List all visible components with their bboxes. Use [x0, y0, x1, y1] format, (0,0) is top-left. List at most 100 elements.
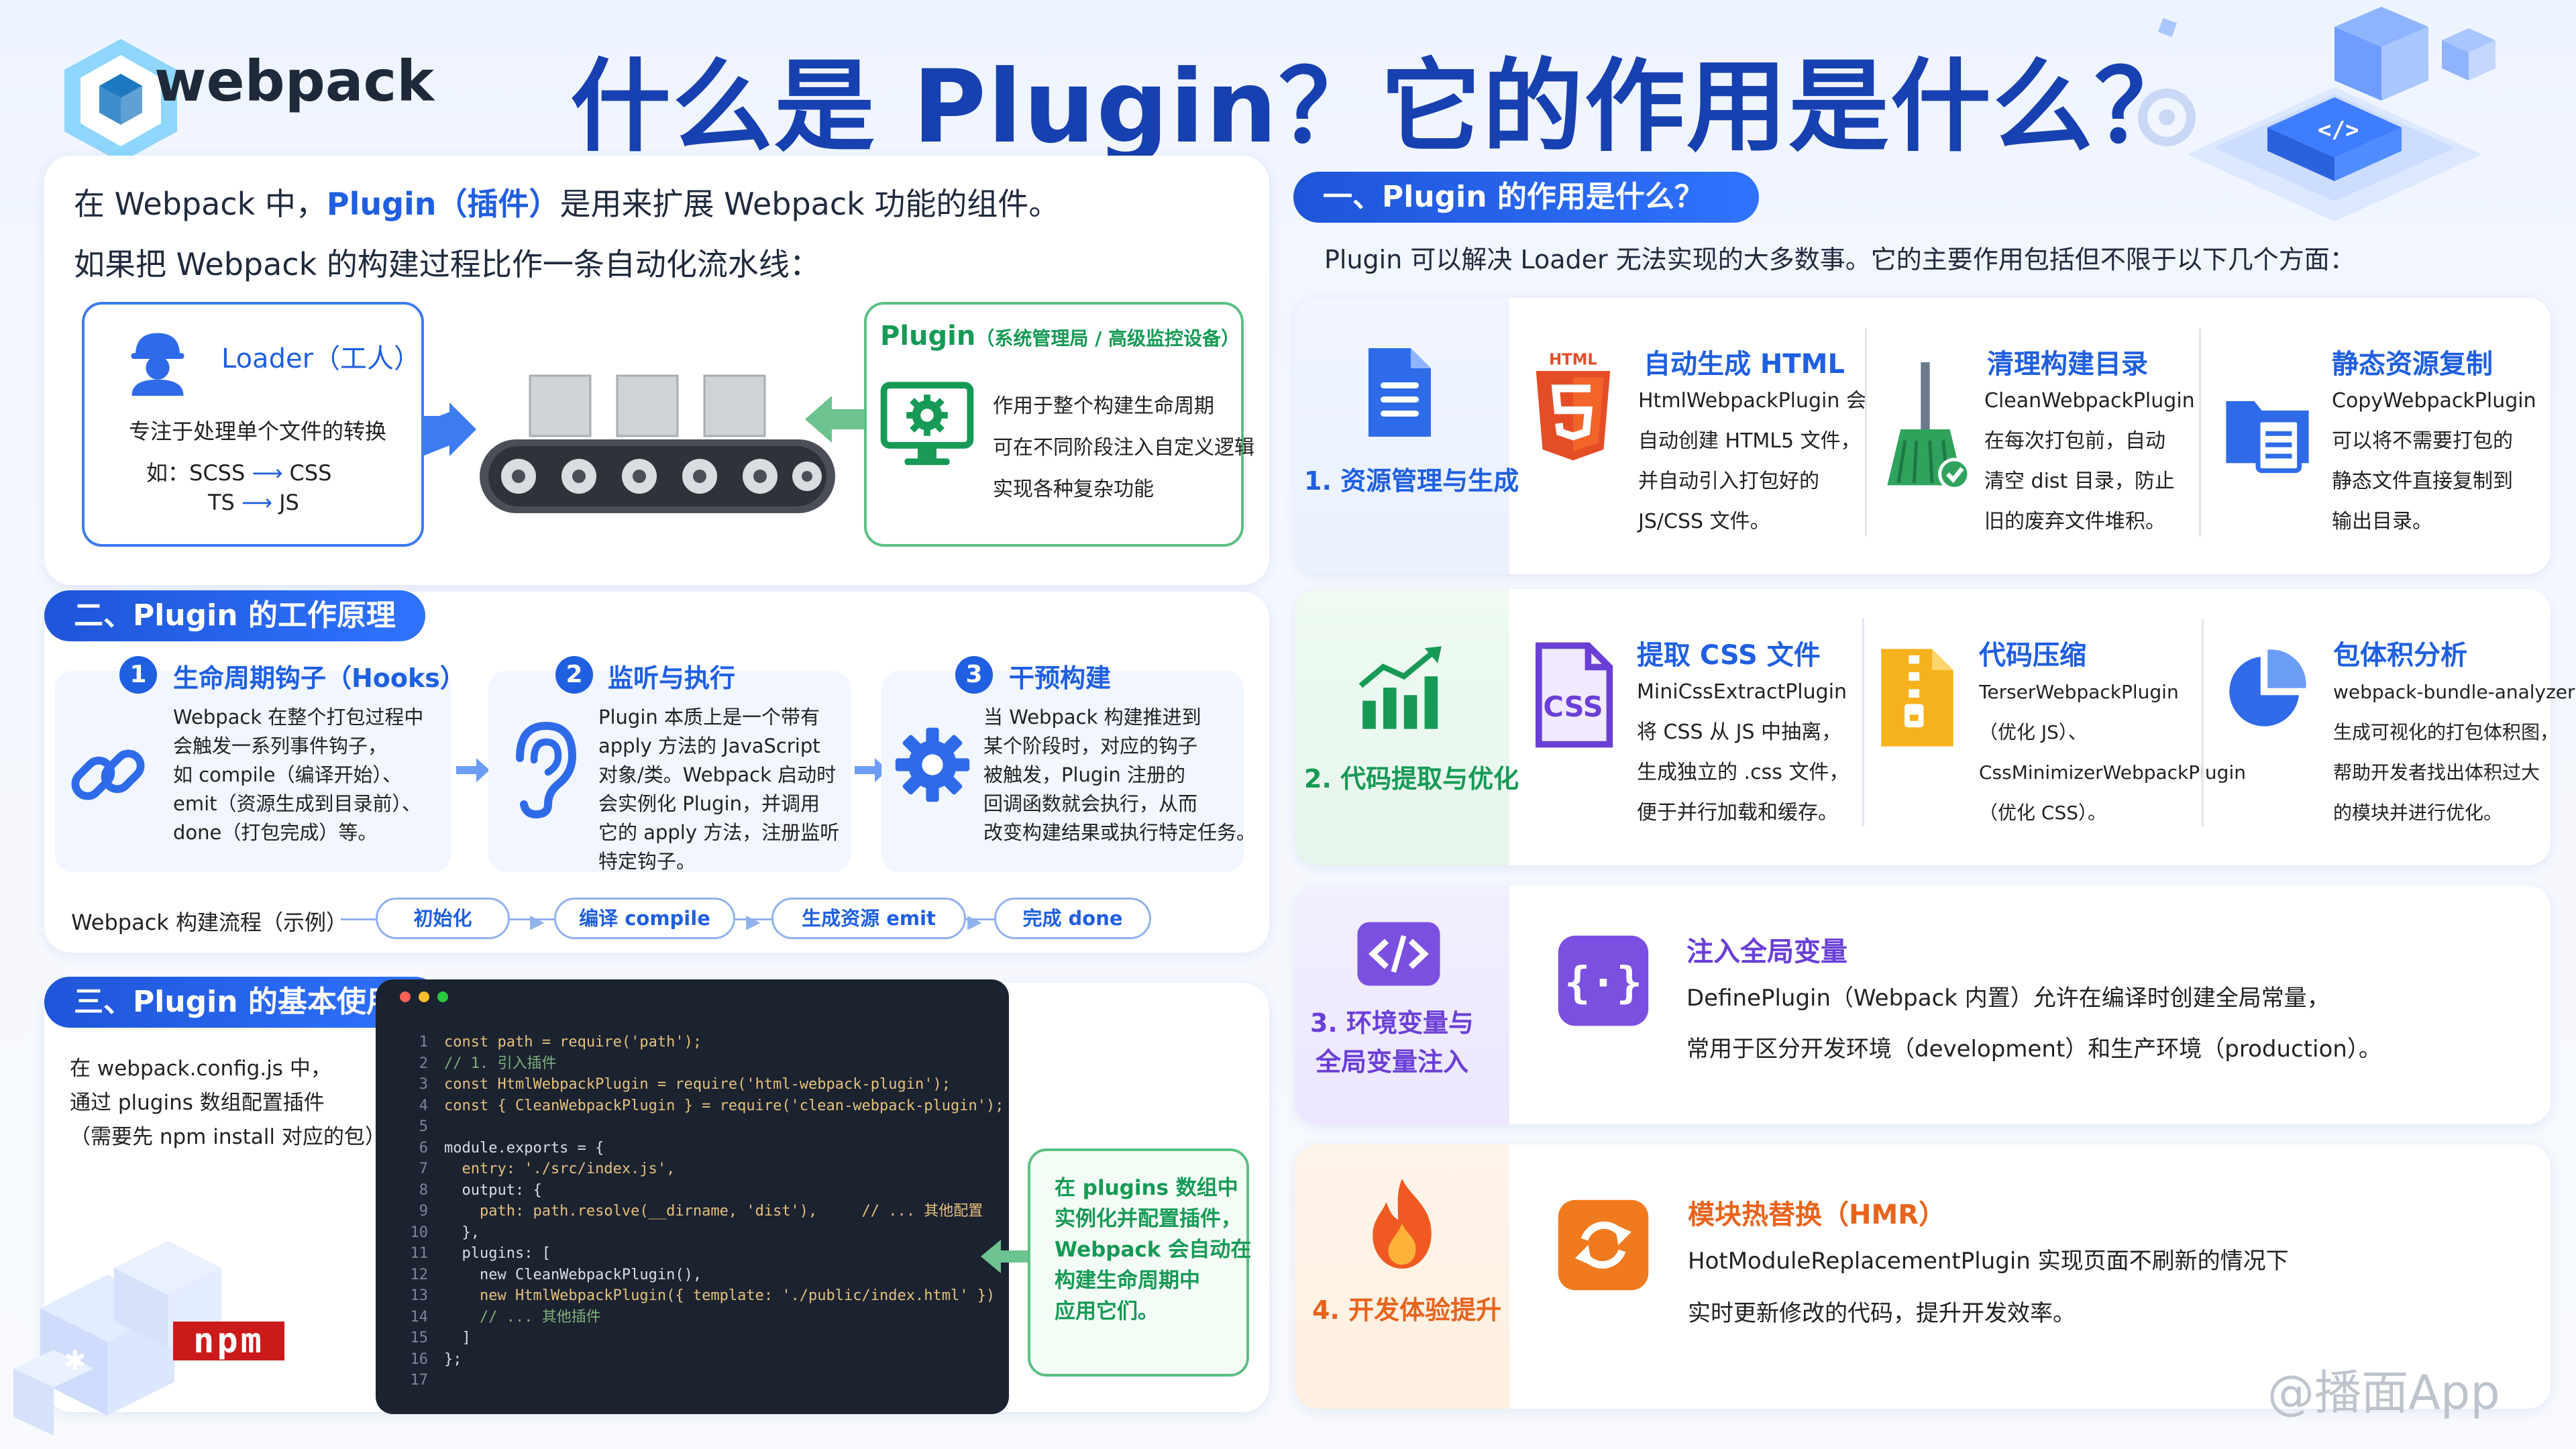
- divider: [2202, 619, 2204, 826]
- worker-icon: [131, 333, 184, 396]
- code-text: // 1. 引入插件: [444, 1055, 557, 1072]
- hmr-text-2: 实时更新修改的代码，提升开发效率。: [1688, 1300, 2076, 1327]
- code-text: // ... 其他插件: [444, 1308, 601, 1326]
- webpack-logo: [54, 34, 188, 168]
- loader-example-2: TS ⟶ JS: [208, 490, 299, 515]
- step1-number: 1: [119, 656, 157, 694]
- clean-dir-text: CleanWebpackPlugin 在每次打包前，自动 清空 dist 目录，…: [1984, 389, 2195, 533]
- window-dot-yellow: [419, 991, 429, 1002]
- code-line: 15 ]: [388, 1328, 1000, 1349]
- css-badge: CSS: [1543, 690, 1603, 723]
- code-editor: [376, 979, 1009, 1414]
- code-text: entry: './src/index.js',: [444, 1161, 676, 1177]
- bundle-analyzer-title: 包体积分析: [2333, 640, 2467, 671]
- code-line: 5: [388, 1116, 1000, 1138]
- page-title: 什么是 Plugin？它的作用是什么？: [570, 49, 2196, 166]
- intro-line-1: 在 Webpack 中，Plugin（插件）是用来扩展 Webpack 功能的组…: [74, 186, 1060, 222]
- arrow-right-icon: ⟶: [252, 460, 283, 486]
- conveyor-belt-icon: [423, 374, 835, 513]
- window-dot-green: [437, 991, 448, 1002]
- plugin-desc-3: 实现各种复杂功能: [993, 478, 1154, 501]
- pie-chart-icon: [2229, 649, 2306, 727]
- code-line: 11 plugins: [: [388, 1243, 1000, 1265]
- step3-text: 当 Webpack 构建推进到 某个阶段时，对应的钩子 被触发，Plugin 注…: [983, 706, 1256, 844]
- section1-label: 一、Plugin 的作用是什么？: [1293, 172, 1759, 223]
- broom-icon: [1887, 362, 1971, 490]
- html-badge: HTML: [1549, 351, 1597, 368]
- code-text: path: path.resolve(__dirname, 'dist'), /…: [444, 1203, 983, 1220]
- code-line: 16};: [388, 1349, 1000, 1371]
- line-number: 4: [419, 1097, 428, 1114]
- section3-desc: 在 webpack.config.js 中， 通过 plugins 数组配置插件…: [70, 1057, 396, 1149]
- inject-global-text-1: DefinePlugin（Webpack 内置）允许在编译时创建全局常量，: [1686, 985, 2330, 1012]
- step1-card: [55, 671, 451, 872]
- code-line: 9 path: path.resolve(__dirname, 'dist'),…: [388, 1201, 1000, 1222]
- fire-icon: [1373, 1178, 1432, 1269]
- code-text: ]: [444, 1330, 471, 1346]
- arrow-right-icon: ▶: [530, 910, 545, 932]
- code-line: 14 // ... 其他插件: [388, 1307, 1000, 1328]
- code-text: const HtmlWebpackPlugin = require('html-…: [444, 1076, 951, 1093]
- loader-title: Loader（工人）: [221, 343, 421, 374]
- code-text: const { CleanWebpackPlugin } = require('…: [444, 1097, 1004, 1114]
- flow-line: [341, 918, 1146, 920]
- row2-head: [1295, 589, 1509, 865]
- arrow-right-icon: ▶: [746, 910, 761, 932]
- line-number: 2: [419, 1055, 428, 1072]
- code-line: 13 new HtmlWebpackPlugin({ template: './…: [388, 1285, 1000, 1307]
- code-text: output: {: [444, 1181, 542, 1199]
- flow-step-compile: 编译 compile: [554, 898, 735, 939]
- bundle-analyzer-text: webpack-bundle-analyzer 生成可视化的打包体积图， 帮助开…: [2333, 681, 2575, 824]
- zip-file-icon: [1881, 649, 1953, 747]
- minify-text: TerserWebpackPlugin （优化 JS）、 CssMinimize…: [1979, 681, 2246, 824]
- line-number: 12: [410, 1266, 429, 1283]
- inject-global-text-2: 常用于区分开发环境（development）和生产环境（production）。: [1686, 1036, 2381, 1063]
- refresh-icon: [1558, 1199, 1649, 1291]
- code-text: };: [444, 1350, 462, 1368]
- code-note: 在 plugins 数组中 实例化并配置插件， Webpack 会自动在 构建生…: [1055, 1176, 1252, 1324]
- code-text: plugins: [: [444, 1245, 551, 1262]
- plugin-desc-1: 作用于整个构建生命周期: [993, 394, 1214, 418]
- code-tag-icon: [1357, 922, 1440, 986]
- line-number: 13: [410, 1287, 429, 1304]
- document-icon: [1368, 348, 1431, 437]
- window-dot-red: [400, 991, 411, 1002]
- plugin-desc-2: 可在不同阶段注入自定义逻辑: [993, 436, 1254, 460]
- code-line: 10 },: [388, 1222, 1000, 1244]
- extract-css-text: MiniCssExtractPlugin 将 CSS 从 JS 中抽离， 生成独…: [1637, 680, 1849, 824]
- row-dev-experience: [1295, 1144, 2551, 1409]
- line-number: 10: [410, 1224, 429, 1241]
- webpack-cube-icon: [64, 39, 177, 162]
- row1-heading: 1. 资源管理与生成: [1304, 466, 1519, 496]
- chain-link-icon: [71, 749, 145, 800]
- flow-label: Webpack 构建流程（示例）: [71, 910, 347, 935]
- line-number: 11: [410, 1245, 429, 1262]
- line-number: 9: [419, 1203, 428, 1220]
- auto-html-title: 自动生成 HTML: [1644, 349, 1845, 380]
- code-line: 17: [388, 1370, 1000, 1391]
- monitor-gear-icon: [880, 382, 974, 466]
- extract-css-title: 提取 CSS 文件: [1637, 640, 1821, 671]
- divider: [2199, 329, 2201, 537]
- line-number: 5: [419, 1118, 428, 1135]
- html5-icon: HTML: [1536, 351, 1611, 461]
- svg-text:{·}: {·}: [1564, 958, 1642, 1008]
- line-number: 7: [419, 1161, 428, 1177]
- line-number: 14: [410, 1308, 429, 1326]
- ear-icon: [516, 721, 577, 818]
- arrow-right-icon: [855, 758, 888, 782]
- hmr-text-1: HotModuleReplacementPlugin 实现页面不刷新的情况下: [1688, 1248, 2289, 1275]
- code-line: 2 // 1. 引入插件: [388, 1053, 1000, 1075]
- auto-html-text: HtmlWebpackPlugin 会 自动创建 HTML5 文件， 并自动引入…: [1638, 389, 1866, 533]
- arrow-left-green-icon: [981, 1240, 1034, 1273]
- hmr-title: 模块热替换（HMR）: [1688, 1199, 1946, 1230]
- step3-number: 3: [955, 656, 993, 694]
- step3-title: 干预构建: [1009, 663, 1112, 693]
- code-line: 12 new CleanWebpackPlugin(),: [388, 1265, 1000, 1286]
- line-number: 1: [419, 1034, 428, 1051]
- clean-dir-title: 清理构建目录: [1987, 349, 2148, 380]
- code-note-box: [1028, 1148, 1249, 1377]
- static-copy-title: 静态资源复制: [2332, 349, 2493, 380]
- step2-title: 监听与执行: [608, 663, 736, 693]
